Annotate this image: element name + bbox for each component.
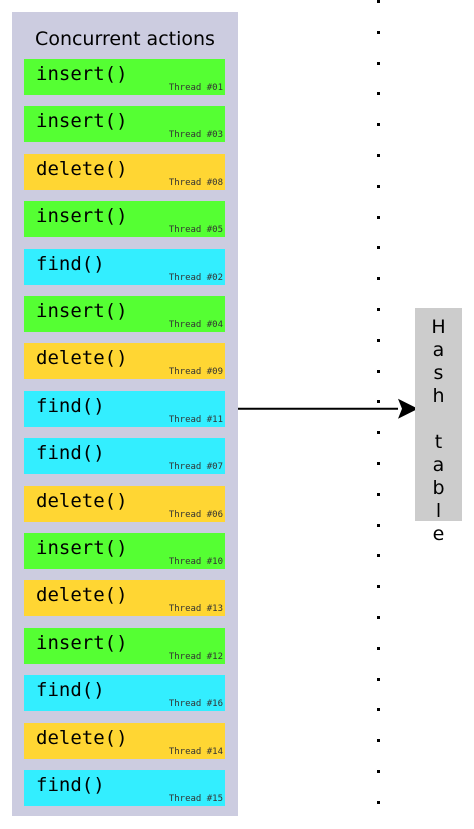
timeline-dot [377, 369, 380, 373]
hash-label-char: a [432, 454, 445, 476]
timeline-dot [377, 154, 380, 157]
action-bar-find: find() Thread #16 [24, 675, 225, 712]
action-thread-id: Thread #02 [168, 272, 223, 283]
timeline-dot [377, 61, 380, 65]
action-thread-id: Thread #06 [168, 509, 223, 520]
action-bar-find: find() Thread #15 [24, 770, 225, 806]
hash-label-char: H [431, 316, 446, 338]
timeline-dot [377, 431, 380, 435]
action-operation: find() [36, 679, 105, 702]
action-bar-insert: insert() Thread #10 [24, 533, 225, 569]
timeline-dot [377, 123, 380, 127]
timeline-dot [377, 462, 380, 465]
action-bar-find: find() Thread #07 [24, 438, 225, 475]
action-thread-id: Thread #04 [168, 320, 223, 330]
action-thread-id: Thread #01 [168, 83, 223, 93]
hash-label-char: l [435, 500, 442, 522]
hash-label-char: a [432, 339, 445, 361]
action-thread-id: Thread #09 [168, 367, 223, 378]
action-bar-find: find() Thread #02 [24, 248, 225, 285]
action-thread-id: Thread #12 [168, 651, 223, 662]
action-thread-id: Thread #05 [168, 225, 223, 236]
hash-label-char: b [432, 477, 445, 499]
action-operation: find() [36, 394, 105, 417]
hash-label-char: e [432, 523, 445, 545]
action-bar-insert: insert() Thread #03 [24, 106, 225, 143]
timeline-dot [377, 277, 380, 281]
timeline-dot [377, 800, 380, 804]
timeline-dot [377, 30, 380, 34]
timeline-dot [377, 308, 380, 311]
action-operation: delete() [36, 726, 128, 749]
timeline-dot [377, 554, 380, 558]
timeline-dot [377, 770, 380, 773]
action-bar-delete: delete() Thread #06 [24, 485, 225, 522]
action-bar-delete: delete() Thread #13 [24, 580, 225, 617]
timeline-dot [377, 616, 380, 619]
action-bar-insert: insert() Thread #12 [24, 627, 225, 664]
action-bar-find: find() Thread #11 [24, 390, 225, 427]
arrow-head-icon [398, 398, 418, 419]
action-thread-id: Thread #11 [168, 414, 223, 425]
action-operation: insert() [36, 631, 128, 654]
timeline-dot [377, 338, 380, 342]
timeline-dot [377, 585, 380, 589]
action-operation: find() [36, 252, 105, 275]
timeline-dots [372, 0, 388, 829]
action-thread-id: Thread #10 [168, 557, 223, 567]
timeline-dot [377, 646, 380, 650]
action-thread-id: Thread #15 [168, 794, 223, 804]
hash-label-char: h [432, 385, 445, 407]
action-operation: find() [36, 774, 105, 796]
action-operation: find() [36, 442, 105, 465]
action-operation: insert() [36, 537, 128, 559]
timeline-dot [377, 246, 380, 250]
action-thread-id: Thread #08 [168, 177, 223, 188]
action-operation: delete() [36, 489, 128, 512]
action-operation: delete() [36, 584, 128, 607]
timeline-dot [377, 215, 380, 219]
action-bar-delete: delete() Thread #09 [24, 343, 225, 380]
action-thread-id: Thread #16 [168, 699, 223, 710]
timeline-dot [377, 523, 380, 527]
timeline-dot [377, 92, 380, 96]
action-bar-insert: insert() Thread #05 [24, 201, 225, 238]
timeline-dot [377, 739, 380, 743]
timeline-dot [377, 400, 380, 404]
timeline-dot [377, 677, 380, 681]
timeline-dot [377, 0, 380, 3]
timeline-dot [377, 708, 380, 712]
action-bar-delete: delete() Thread #14 [24, 722, 225, 759]
timeline-dot [377, 492, 380, 496]
action-thread-id: Thread #03 [168, 130, 223, 141]
action-operation: delete() [36, 347, 128, 370]
panel-title: Concurrent actions [35, 28, 215, 50]
hash-label-char [415, 408, 462, 431]
action-operation: insert() [36, 63, 128, 85]
action-bar-insert: insert() Thread #01 [24, 59, 225, 95]
action-operation: delete() [36, 157, 128, 180]
action-operation: insert() [36, 205, 128, 228]
action-thread-id: Thread #13 [168, 604, 223, 615]
action-thread-id: Thread #07 [168, 462, 223, 473]
action-bar-delete: delete() Thread #08 [24, 153, 225, 190]
action-operation: insert() [36, 300, 128, 322]
action-operation: insert() [36, 110, 128, 133]
action-bar-insert: insert() Thread #04 [24, 296, 225, 332]
action-thread-id: Thread #14 [168, 746, 223, 757]
hash-label-char: t [434, 431, 443, 453]
hash-label-char: s [433, 362, 444, 384]
timeline-dot [377, 184, 380, 188]
